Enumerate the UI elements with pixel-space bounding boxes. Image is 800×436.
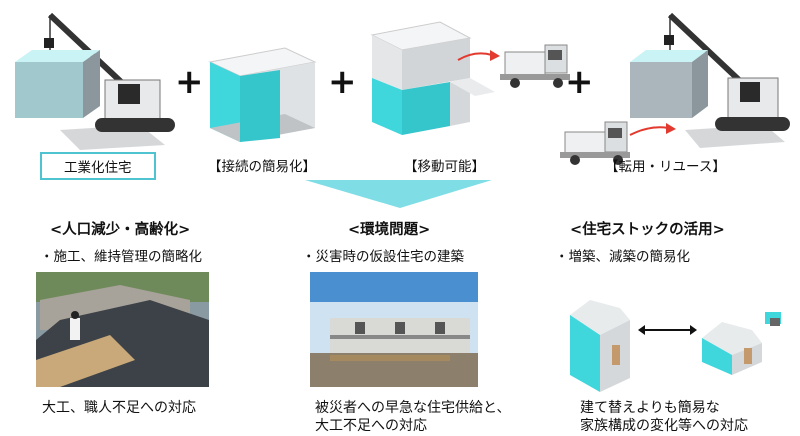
photo-rooftop-construction <box>36 272 209 387</box>
label-industrialized-housing: 工業化住宅 <box>40 152 156 180</box>
heading-population-decline: <人口減少・高齢化> <box>50 222 191 238</box>
label-reuse: 【転用・リユース】 <box>605 159 726 175</box>
house-large <box>570 300 630 392</box>
funnel-arrow <box>305 180 492 208</box>
bullet-extension: ・増築、減築の簡易化 <box>555 249 690 265</box>
bullet-disaster-housing: ・災害時の仮設住宅の建築 <box>302 249 464 265</box>
crane-icon <box>664 12 790 148</box>
caption-disaster-line2: 大工不足への対応 <box>315 418 427 434</box>
truck-icon <box>560 121 630 165</box>
photo-temporary-housing <box>310 272 478 387</box>
caption-rebuild-line2: 家族構成の変化等への対応 <box>580 418 748 434</box>
heading-environment: <環境問題> <box>348 222 431 238</box>
caption-rebuild-line1: 建て替えよりも簡易な <box>580 400 720 416</box>
double-arrow-icon <box>638 325 697 335</box>
plus-sign: + <box>565 62 594 102</box>
caption-disaster-line1: 被災者への早急な住宅供給と、 <box>315 400 511 416</box>
heading-housing-stock: <住宅ストックの活用> <box>570 222 725 238</box>
plus-sign: + <box>328 62 357 102</box>
label-mobility: 【移動可能】 <box>404 159 485 175</box>
module-box-lifted <box>630 50 708 118</box>
caption-labor-shortage: 大工、職人不足への対応 <box>42 400 196 416</box>
module-pair <box>208 47 317 142</box>
truck-icon <box>500 44 570 88</box>
plus-sign: + <box>175 62 204 102</box>
module-stack <box>370 21 495 135</box>
label-connection: 【接続の簡易化】 <box>208 159 316 175</box>
house-small <box>702 312 781 375</box>
module-box-lifted <box>15 50 100 118</box>
bullet-simplification: ・施工、維持管理の簡略化 <box>40 249 202 265</box>
